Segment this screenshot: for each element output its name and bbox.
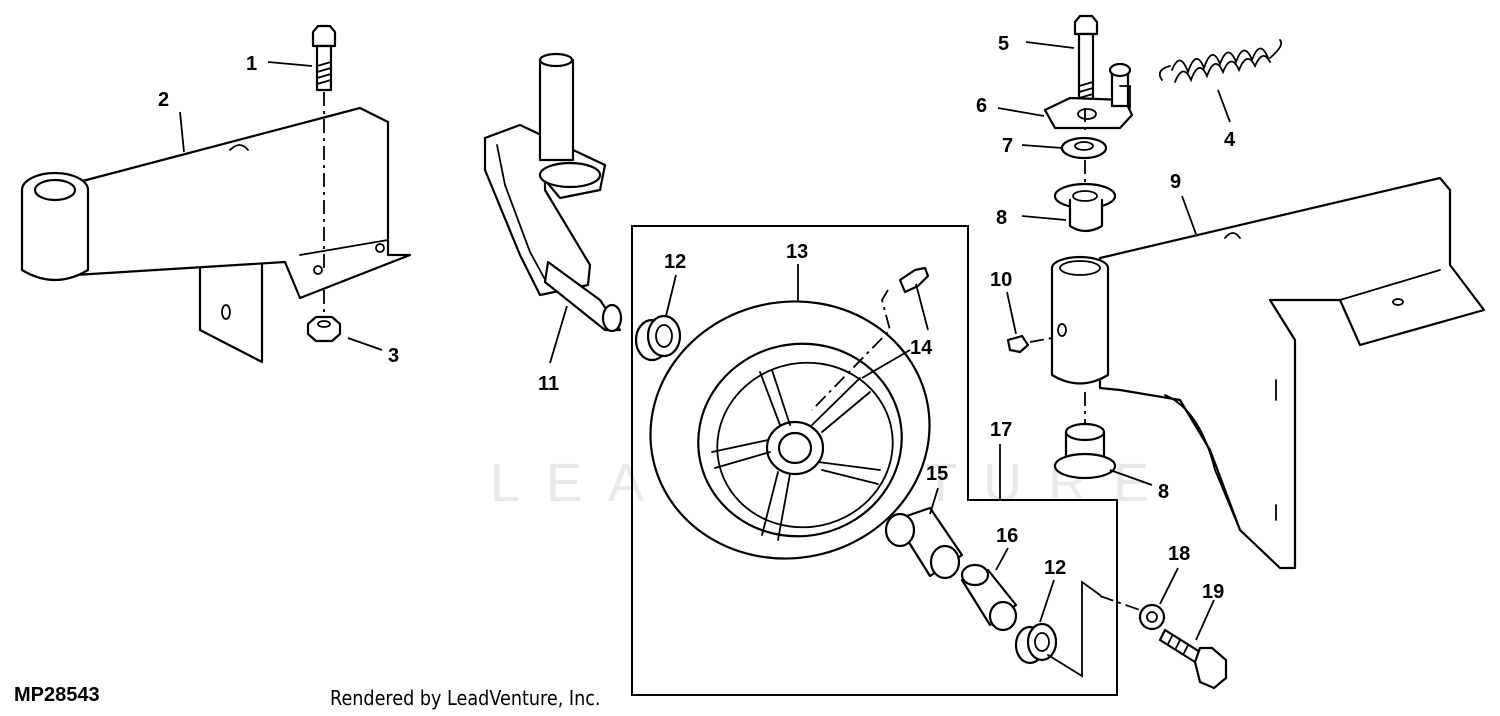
callout-14: 14 (910, 337, 933, 359)
bearing-part-12-lower (1014, 580, 1101, 678)
callout-10: 10 (990, 269, 1012, 291)
bolt-part-5 (1073, 14, 1099, 108)
callout-12-upper: 12 (664, 251, 686, 273)
bushing-part-8-lower (1053, 422, 1117, 480)
spacer-part-15 (884, 506, 964, 580)
callout-11: 11 (538, 373, 559, 395)
callout-19: 19 (1202, 581, 1224, 603)
right-arm-part-9 (1050, 176, 1486, 570)
washer-part-7 (1060, 136, 1108, 160)
diagram-id-label: MP28543 (14, 684, 100, 706)
caster-fork-part-11 (483, 52, 623, 333)
callout-17: 17 (990, 419, 1012, 441)
callout-8-lower: 8 (1158, 481, 1169, 503)
nut-part-3 (306, 315, 342, 343)
wheel-part-13 (649, 300, 931, 560)
callout-13: 13 (786, 241, 808, 263)
callout-16: 16 (996, 525, 1018, 547)
callout-15: 15 (926, 463, 948, 485)
callout-7: 7 (1002, 135, 1013, 157)
left-arm-part (20, 106, 412, 364)
grease-fitting-part-14 (811, 266, 930, 411)
washer-part-18 (1138, 603, 1166, 631)
bushing-part-8-upper (1053, 182, 1117, 233)
plate-part-6 (1043, 62, 1134, 130)
screw-part-10 (1006, 334, 1053, 354)
callout-2: 2 (158, 89, 169, 111)
bolt-part-1 (311, 24, 337, 92)
wheel-assembly-frame (631, 225, 1118, 696)
callout-18: 18 (1168, 543, 1190, 565)
callout-5: 5 (998, 33, 1009, 55)
callout-6: 6 (976, 95, 987, 117)
callout-12-lower: 12 (1044, 557, 1066, 579)
callout-1: 1 (246, 53, 257, 75)
leader-lines (179, 41, 1231, 641)
bearing-part-12-upper (634, 314, 682, 362)
callout-3: 3 (388, 345, 399, 367)
callout-9: 9 (1170, 171, 1181, 193)
callout-8-upper: 8 (996, 207, 1007, 229)
callout-4: 4 (1224, 129, 1236, 151)
bushing-part-16 (960, 563, 1018, 632)
spring-part-4 (1158, 39, 1283, 83)
render-credit: Rendered by LeadVenture, Inc. (330, 686, 601, 710)
bolt-part-19 (1158, 628, 1228, 690)
